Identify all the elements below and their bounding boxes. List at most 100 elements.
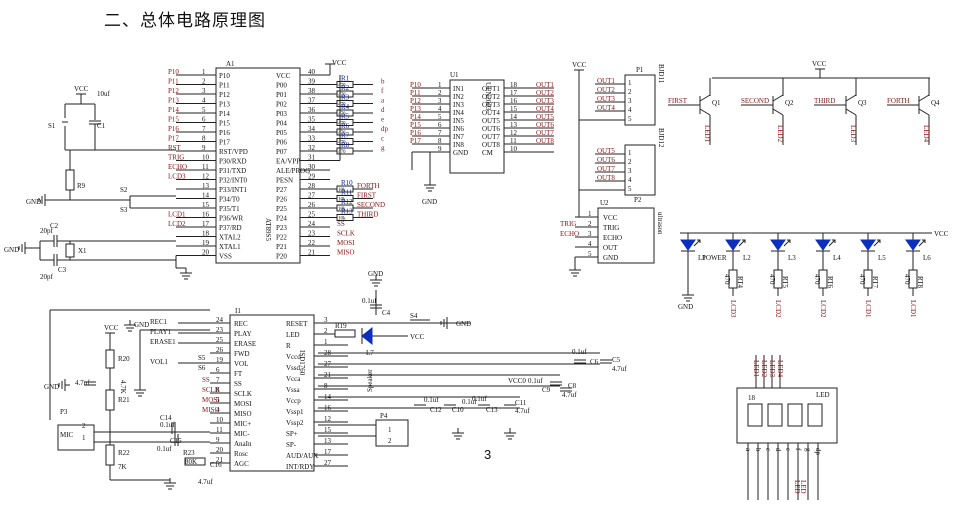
- pin-name: ERASE: [234, 340, 256, 348]
- capacitor-value: 4.7uf: [198, 478, 213, 486]
- pin-number: 9: [202, 144, 206, 152]
- net-label: LCD1: [909, 300, 917, 318]
- pin-name: P17: [219, 139, 230, 147]
- collector-net: LED2: [776, 125, 784, 143]
- pin-number: 15: [510, 105, 518, 113]
- net-label: P10: [410, 81, 421, 89]
- net-label: LCD2: [168, 220, 186, 228]
- mic-label: MIC: [60, 431, 74, 439]
- capacitor-value: 4.7uf: [612, 365, 627, 373]
- net-label: TRIG: [168, 154, 184, 162]
- pin-number: 1: [82, 434, 86, 442]
- display-net-label: LED: [793, 480, 801, 494]
- pin-name: P21: [276, 243, 287, 251]
- resistor-ref: R19: [335, 322, 347, 330]
- pin-name: OUT6: [482, 125, 500, 133]
- pin-number: 10: [202, 154, 210, 162]
- pin-name: P31/TXD: [219, 167, 246, 175]
- capacitor-ref: C8: [568, 382, 577, 390]
- pin-number: 2: [324, 327, 328, 335]
- pin-name: OUT3: [482, 101, 500, 109]
- gnd-label: GND: [4, 246, 19, 254]
- capacitor-ref: C11: [515, 399, 527, 407]
- pin-number: 24: [216, 316, 224, 324]
- pin-name: VCC: [276, 72, 291, 80]
- pin-name: P06: [276, 139, 287, 147]
- net-label: OUT4: [597, 104, 615, 112]
- vcc-label: VCC: [572, 61, 587, 69]
- pin-name: P04: [276, 120, 287, 128]
- net-label: MOSI: [202, 396, 220, 404]
- net-label: OUT6: [536, 121, 554, 129]
- pin-number: 3: [202, 87, 206, 95]
- pin-number: 12: [202, 173, 210, 181]
- resistor-value: 4.7K: [119, 380, 127, 394]
- pin-name: P10: [219, 72, 230, 80]
- pin-name: P30/RXD: [219, 158, 247, 166]
- capacitor-ref: C15: [170, 437, 182, 445]
- connector-ref: P4: [380, 412, 388, 420]
- net-label: ECHO: [168, 163, 187, 171]
- capacitor-ref: C12: [430, 406, 442, 414]
- resistor-ref: R7: [341, 132, 350, 140]
- pin-number: 25: [308, 211, 316, 219]
- pin-number: 5: [628, 115, 632, 123]
- pin-name: IN3: [453, 101, 464, 109]
- pin-number: 32: [308, 144, 316, 152]
- led-diode: [680, 239, 696, 251]
- pin-number: 6: [202, 116, 206, 124]
- net-label: P17: [168, 135, 179, 143]
- pin-number: 7: [216, 376, 220, 384]
- net-label: OUT1: [597, 77, 615, 85]
- pin-name: SCLK: [234, 390, 252, 398]
- pin-number: 26: [308, 201, 316, 209]
- led-arrow: [738, 239, 746, 247]
- pin-name: PLAY: [234, 330, 252, 338]
- net-label: OUT4: [536, 105, 554, 113]
- vcc-label: VCC: [74, 85, 89, 93]
- pin-number: 20: [202, 249, 210, 257]
- pin-number: 2: [82, 422, 86, 430]
- key-label: PLAY1: [150, 328, 172, 336]
- net-label: FIRST: [357, 192, 377, 200]
- net-label: FORTH: [357, 182, 380, 190]
- pin-name: P03: [276, 110, 287, 118]
- led-ref: L6: [923, 254, 931, 262]
- gnd-label: GND: [678, 303, 693, 311]
- pin-name: Vcca: [286, 375, 301, 383]
- pin-name: RST/VPD: [219, 148, 248, 156]
- pin-number: 3: [628, 97, 632, 105]
- pin-number: 13: [202, 182, 210, 190]
- resistor-value: 10k: [338, 198, 346, 203]
- net-label: OUT6: [597, 156, 615, 164]
- pin-name: Vssp1: [286, 408, 304, 416]
- net-label: OUT8: [536, 137, 554, 145]
- net-label: SECOND: [357, 201, 385, 209]
- pin-name: OUT: [603, 244, 618, 252]
- net-label: FORTH: [887, 97, 910, 105]
- resistor-ref: RT7: [871, 276, 879, 289]
- pin-number: 35: [308, 116, 316, 124]
- transistor-ref: Q1: [712, 99, 721, 107]
- pin-number: 11: [510, 137, 517, 145]
- net-label: P15: [168, 116, 179, 124]
- pin-number: 23: [216, 326, 224, 334]
- connector-ref: P1: [636, 66, 644, 74]
- pin-number: 21: [216, 456, 224, 464]
- pin-number: 2: [438, 89, 442, 97]
- pin-name: P26: [276, 196, 287, 204]
- pin-name: P35/T1: [219, 205, 240, 213]
- capacitor-value: 20pf: [40, 227, 54, 235]
- resistor-r22: [105, 444, 115, 466]
- pin-name: P23: [276, 224, 287, 232]
- net-label: OUT7: [597, 165, 615, 173]
- pin-number: 14: [202, 192, 210, 200]
- pin-number: 28: [308, 182, 316, 190]
- display-segment-label: d: [774, 448, 782, 452]
- pin-number: 14: [510, 113, 518, 121]
- pin-number: 26: [216, 346, 224, 354]
- pin-name: Vccp: [286, 397, 301, 405]
